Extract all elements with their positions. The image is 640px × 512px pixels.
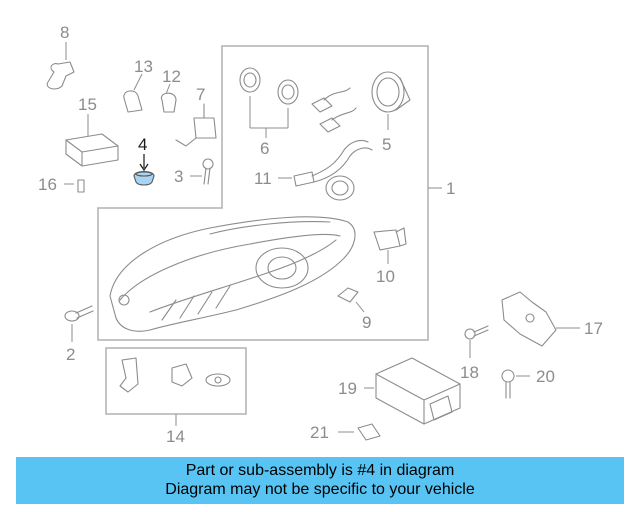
callout-6: 6 [260,139,269,158]
callout-12: 12 [162,67,181,86]
callout-8: 8 [60,23,69,42]
banner-line-2: Diagram may not be specific to your vehi… [165,481,475,498]
clip-part-4 [133,154,155,186]
callout-17: 17 [584,319,603,338]
callout-5: 5 [382,135,391,154]
callout-11: 11 [254,169,272,188]
bracket-kit-frame [105,347,247,415]
cap-part-5 [371,71,411,130]
headlamp-housing [109,216,356,332]
callout-19: 19 [338,379,357,398]
bolt-part-20 [501,369,530,399]
socket-part-7 [175,103,217,147]
parts-diagram: 1 2 3 4 5 6 7 8 9 10 11 12 13 14 15 16 1… [38,23,603,446]
callout-9: 9 [362,313,371,332]
callout-14: 14 [166,427,185,446]
callout-1: 1 [446,179,455,198]
callout-16: 16 [38,175,57,194]
bulb-part-8 [46,42,75,90]
grommet-part-9 [337,287,365,313]
harness-part-11 [278,139,373,201]
callout-20: 20 [536,367,555,386]
bulb-part-13 [123,73,143,113]
screw-part-18 [464,325,489,358]
bolt-part-2 [64,305,94,342]
bolt-part-16 [64,179,85,193]
bulb-part-12 [160,83,177,113]
info-banner: Part or sub-assembly is #4 in diagram Di… [16,457,624,504]
banner-line-1: Part or sub-assembly is #4 in diagram [185,462,455,479]
connector-part-10 [373,227,407,264]
bracket-part-17 [501,291,580,347]
control-module-part-19 [364,357,461,425]
callout-13: 13 [134,57,153,76]
callout-18: 18 [460,363,479,382]
caps-part-6 [239,67,357,138]
screw-part-3 [190,158,214,185]
callout-7: 7 [196,85,205,104]
callout-15: 15 [78,95,97,114]
callout-21: 21 [310,423,329,442]
callout-4: 4 [138,135,147,154]
callout-3: 3 [174,167,183,186]
callout-2: 2 [66,345,75,364]
headlamp-assembly-frame [97,45,429,341]
callout-10: 10 [376,267,395,286]
module-part-15 [65,114,119,167]
clip-part-21 [338,423,381,441]
bracket-kit-part-14 [119,357,231,426]
